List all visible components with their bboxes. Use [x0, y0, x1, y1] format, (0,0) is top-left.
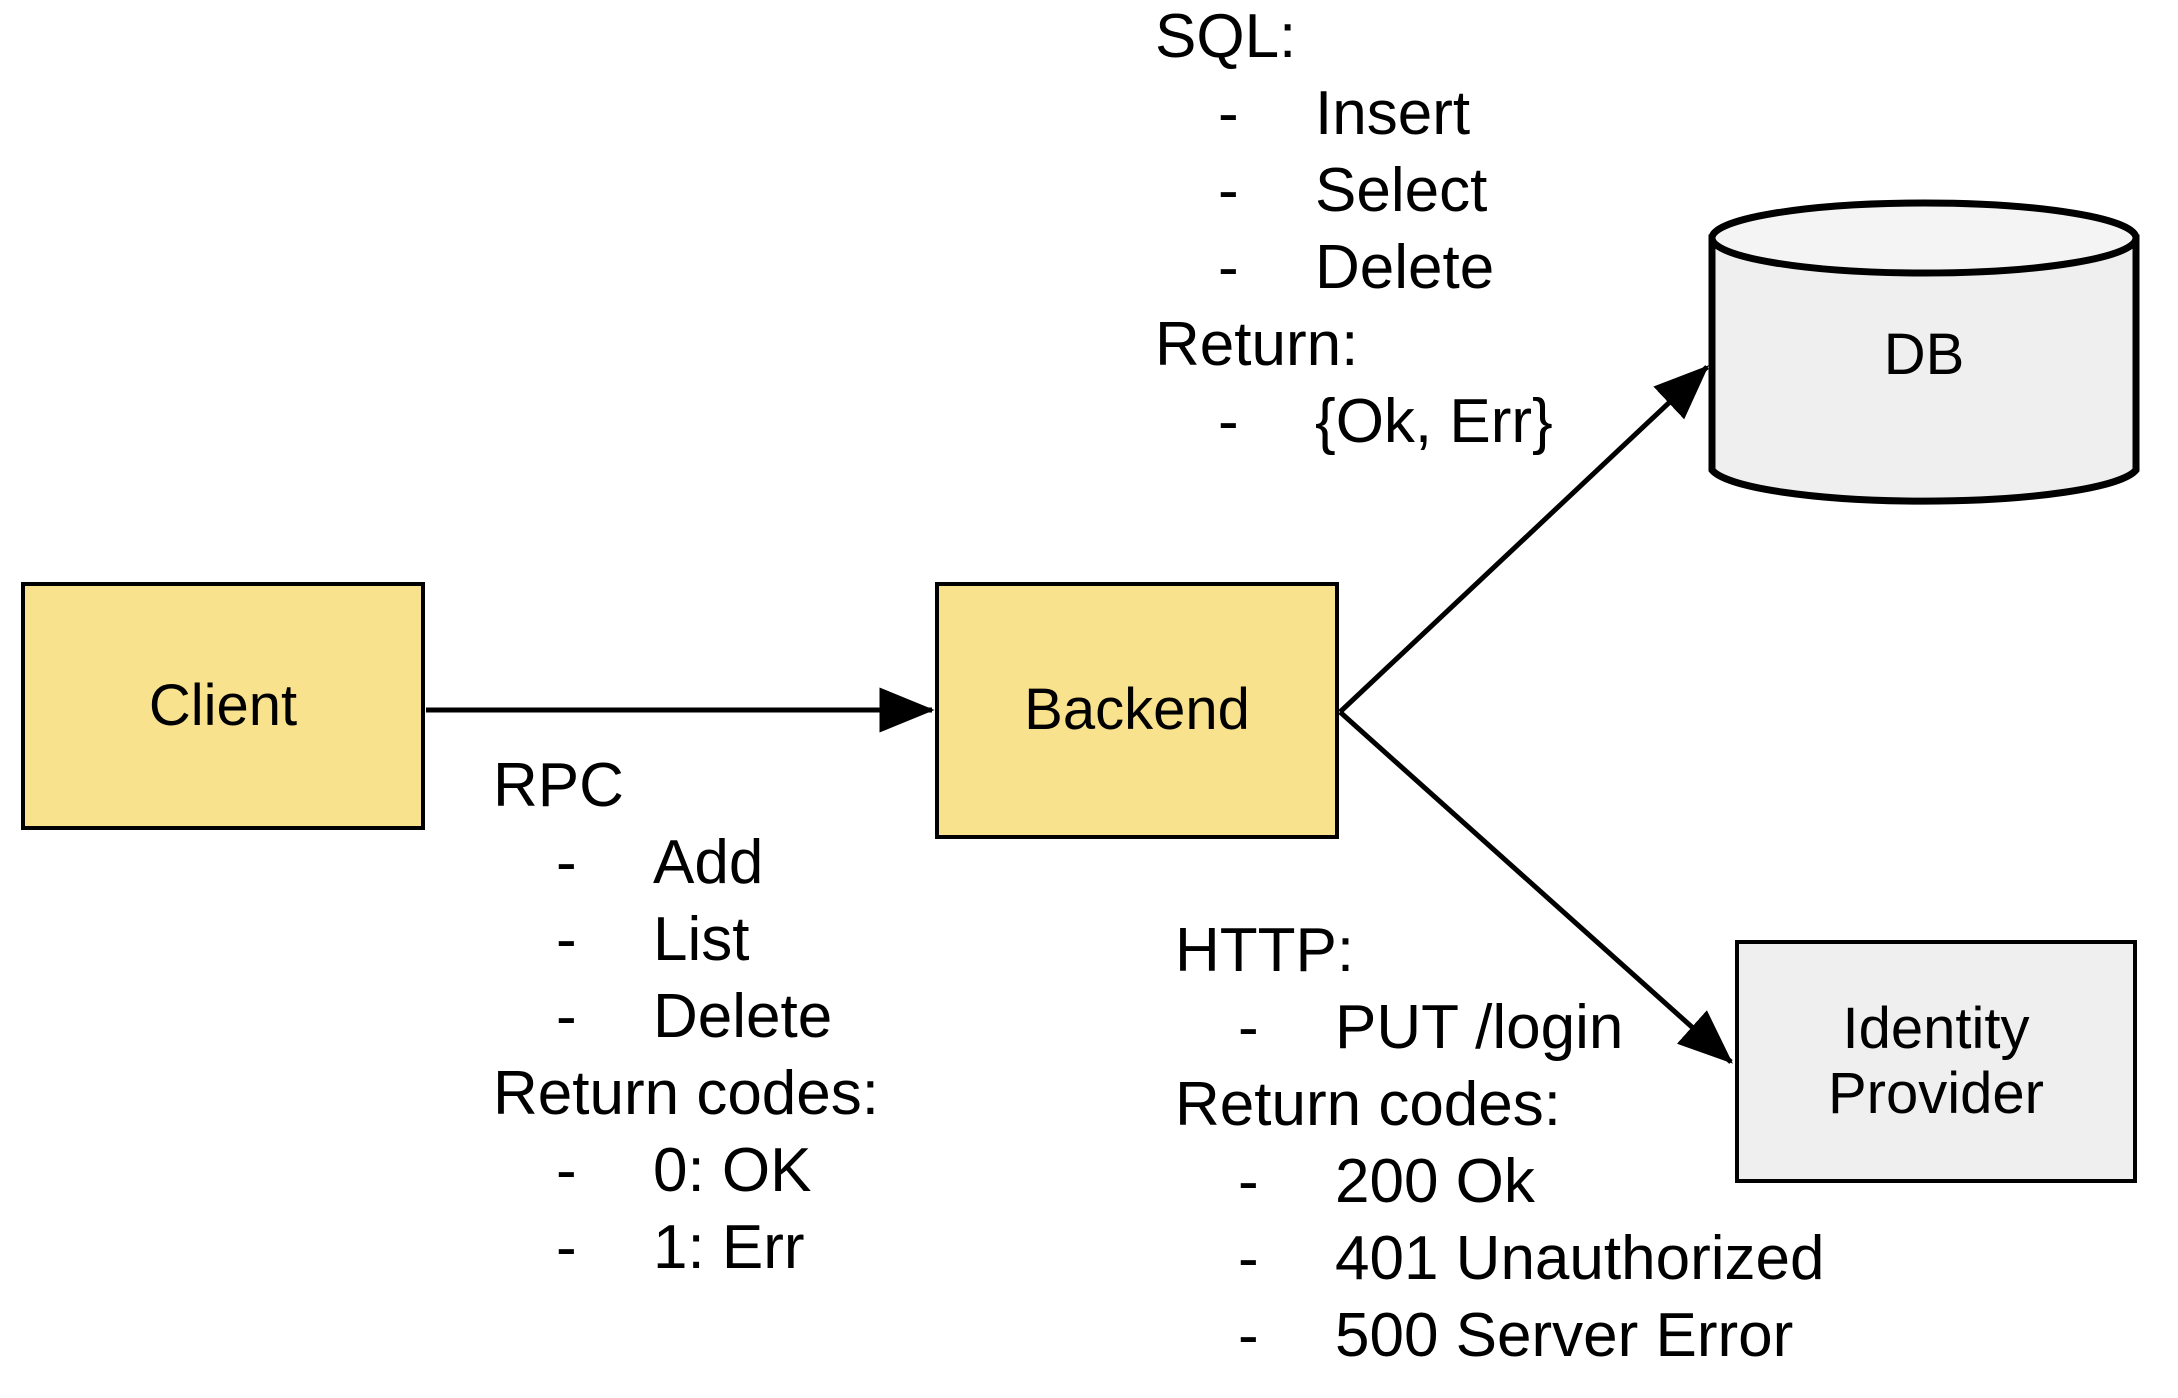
sql-returns-header: Return:: [1155, 310, 1359, 379]
bullet-dash: -: [556, 1136, 577, 1205]
bullet-dash: -: [1218, 387, 1239, 456]
http-return-label: 401 Unauthorized: [1335, 1224, 1825, 1293]
rpc-return-label: 1: Err: [653, 1213, 805, 1282]
node-identity-provider-label: Identity Provider: [1828, 995, 2044, 1126]
rpc-header: RPC: [493, 751, 624, 820]
sql-method-item: - Delete: [1155, 229, 1553, 306]
bullet-dash: -: [1218, 233, 1239, 302]
database-cylinder-icon: [1708, 199, 2140, 505]
bullet-dash: -: [556, 1213, 577, 1282]
sql-method-item: - Select: [1155, 152, 1553, 229]
rpc-method-item: - Add: [493, 824, 879, 901]
rpc-return-item: - 0: OK: [493, 1132, 879, 1209]
bullet-dash: -: [1218, 156, 1239, 225]
http-return-label: 500 Server Error: [1335, 1301, 1794, 1370]
http-return-label: 200 Ok: [1335, 1147, 1535, 1216]
node-client[interactable]: Client: [21, 582, 425, 830]
annotation-rpc: RPC - Add - List - Delete Return codes: - 0:…: [493, 747, 879, 1286]
node-backend[interactable]: Backend: [935, 582, 1339, 839]
bullet-dash: -: [1218, 79, 1239, 148]
rpc-method-label: Delete: [653, 982, 833, 1051]
http-return-item: - 500 Server Error: [1175, 1297, 1824, 1374]
rpc-method-item: - Delete: [493, 978, 879, 1055]
bullet-dash: -: [1238, 993, 1259, 1062]
sql-header: SQL:: [1155, 2, 1297, 71]
rpc-method-label: Add: [653, 828, 764, 897]
node-identity-provider[interactable]: Identity Provider: [1735, 940, 2137, 1183]
rpc-return-item: - 1: Err: [493, 1209, 879, 1286]
bullet-dash: -: [1238, 1224, 1259, 1293]
http-return-item: - 200 Ok: [1175, 1143, 1824, 1220]
bullet-dash: -: [1238, 1147, 1259, 1216]
annotation-http: HTTP: -PUT /login Return codes: -200 Ok …: [1175, 912, 1824, 1374]
bullet-dash: -: [1238, 1301, 1259, 1370]
http-method-item: - PUT /login: [1175, 989, 1824, 1066]
node-client-label: Client: [148, 672, 298, 738]
node-db-label: DB: [1883, 321, 1965, 387]
http-return-item: - 401 Unauthorized: [1175, 1220, 1824, 1297]
sql-method-label: Insert: [1315, 79, 1471, 148]
sql-method-label: Delete: [1315, 233, 1495, 302]
annotation-sql: SQL: - Insert - Select - Delete Return: - {O…: [1155, 0, 1553, 460]
http-method-label: PUT /login: [1335, 993, 1624, 1062]
sql-method-item: - Insert: [1155, 75, 1553, 152]
bullet-dash: -: [556, 905, 577, 974]
node-db[interactable]: DB: [1708, 198, 2140, 510]
rpc-returns-header: Return codes:: [493, 1059, 879, 1128]
http-returns-header: Return codes:: [1175, 1070, 1561, 1139]
rpc-method-label: List: [653, 905, 750, 974]
rpc-return-label: 0: OK: [653, 1136, 812, 1205]
bullet-dash: -: [556, 982, 577, 1051]
sql-return-item: - {Ok, Err}: [1155, 383, 1553, 460]
rpc-method-item: - List: [493, 901, 879, 978]
bullet-dash: -: [556, 828, 577, 897]
sql-method-label: Select: [1315, 156, 1488, 225]
sql-return-label: {Ok, Err}: [1315, 387, 1553, 456]
http-header: HTTP:: [1175, 916, 1355, 985]
node-backend-label: Backend: [1024, 677, 1250, 743]
